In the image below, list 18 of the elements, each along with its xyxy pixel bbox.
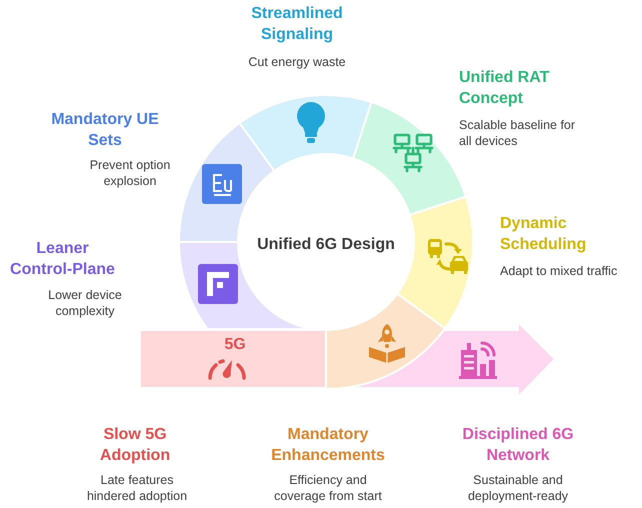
segment-title: Slow 5G Adoption	[100, 426, 170, 464]
segment-title: Leaner Control-Plane	[10, 240, 115, 278]
segment-title: Mandatory UE Sets	[51, 111, 159, 149]
segment-title: Disciplined 6G Network	[462, 426, 574, 464]
band-label: 5G	[224, 336, 246, 353]
segment-title: Streamlined Signaling	[251, 5, 343, 43]
segment-title: Unified RAT Concept	[459, 69, 550, 107]
segment-description: Lower device complexity	[48, 288, 122, 318]
segment-title: Dynamic Scheduling	[500, 215, 586, 253]
segment-description: Scalable baseline for all devices	[459, 118, 576, 148]
segment-description: Efficiency and coverage from start	[274, 473, 382, 503]
center-title: Unified 6G Design	[257, 236, 395, 253]
segment-description: Adapt to mixed traffic	[500, 264, 618, 278]
segment-description: Prevent option explosion	[90, 158, 170, 188]
segment-description: Cut energy waste	[248, 55, 346, 69]
segment-title: Mandatory Enhancements	[271, 426, 385, 464]
segment-description: Late features hindered adoption	[86, 473, 188, 503]
segment-description: Sustainable and deployment-ready	[468, 473, 568, 503]
